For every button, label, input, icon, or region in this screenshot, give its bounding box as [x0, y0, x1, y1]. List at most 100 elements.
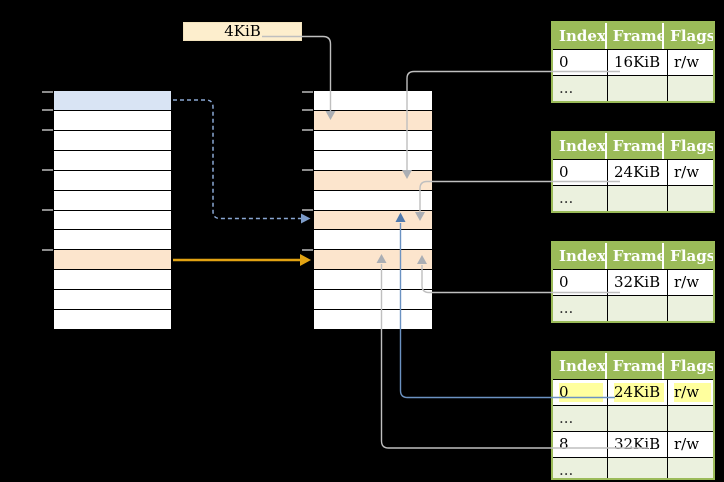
cell-flags	[667, 405, 713, 431]
cell-flags: r/w	[667, 379, 713, 405]
physical-frame-row-5	[314, 190, 432, 211]
virtual-page-row-10	[54, 290, 171, 311]
left-column-tick	[42, 109, 53, 111]
cell-index: 8	[553, 431, 607, 457]
table-row: 0 16KiB r/w	[553, 49, 713, 75]
left-column-tick	[42, 209, 53, 211]
table-row-ellipsis: ...	[553, 75, 713, 101]
physical-frame-row-8	[314, 250, 432, 271]
header-flags: Flags	[662, 133, 713, 159]
cell-index: ...	[553, 75, 607, 101]
cell-flags: r/w	[667, 159, 713, 185]
virtual-page-row-7	[54, 230, 171, 251]
middle-column-tick	[302, 249, 313, 251]
cell-index: 0	[553, 159, 607, 185]
virtual-page-row-8	[54, 250, 171, 271]
header-index: Index	[559, 27, 605, 45]
highlight: 24KiB	[614, 383, 665, 402]
left-column-tick	[42, 91, 53, 93]
arrow-virtual8-to-frame8	[173, 254, 311, 266]
physical-frame-row-7	[314, 230, 432, 251]
highlight: r/w	[674, 383, 711, 402]
physical-frame-row-1	[314, 110, 432, 131]
cell-frame	[607, 75, 667, 101]
header-index: Index	[559, 247, 605, 265]
header-frame: Frame	[604, 353, 662, 379]
cell-frame: 32KiB	[607, 431, 667, 457]
cell-flags	[667, 185, 713, 211]
table-row-ellipsis: ...	[553, 295, 713, 321]
table-row-ellipsis: ...	[553, 457, 713, 478]
highlight: 0	[559, 383, 603, 402]
table-header-row: Index Frame Flags	[553, 243, 713, 269]
header-frame: Frame	[604, 23, 662, 49]
table-row: 0 32KiB r/w	[553, 269, 713, 295]
physical-frame-row-11	[314, 310, 432, 330]
cell-frame	[607, 295, 667, 321]
page-table-16kib: Index Frame Flags 0 16KiB r/w ...	[551, 21, 715, 103]
cell-frame: 24KiB	[607, 159, 667, 185]
table-header-row: Index Frame Flags	[553, 353, 713, 379]
arrow-virtual0-to-frame6	[173, 99, 311, 224]
virtual-page-row-4	[54, 170, 171, 191]
physical-memory-column	[313, 90, 433, 330]
physical-frame-row-6	[314, 210, 432, 231]
page-table-24kib: Index Frame Flags 0 24KiB r/w ...	[551, 131, 715, 213]
cell-frame: 16KiB	[607, 49, 667, 75]
cell-flags: r/w	[667, 431, 713, 457]
page-table-32kib: Index Frame Flags 0 32KiB r/w ...	[551, 241, 715, 323]
virtual-page-row-9	[54, 270, 171, 291]
cell-index: ...	[553, 457, 607, 478]
cell-frame	[607, 185, 667, 211]
virtual-page-row-1	[54, 110, 171, 131]
cell-flags: r/w	[667, 49, 713, 75]
header-flags: Flags	[662, 243, 713, 269]
table-row-highlighted: 0 24KiB r/w	[553, 379, 713, 405]
cell-frame: 24KiB	[607, 379, 667, 405]
physical-frame-row-2	[314, 130, 432, 151]
virtual-page-row-0	[54, 91, 171, 111]
physical-frame-row-4	[314, 170, 432, 191]
header-flags: Flags	[662, 353, 713, 379]
cell-flags: r/w	[667, 269, 713, 295]
cell-flags	[667, 457, 713, 478]
cell-index: 0	[553, 379, 607, 405]
physical-frame-row-9	[314, 270, 432, 291]
header-frame: Frame	[604, 133, 662, 159]
cell-index: 0	[553, 269, 607, 295]
cell-index: 0	[553, 49, 607, 75]
header-flags: Flags	[662, 23, 713, 49]
physical-frame-row-3	[314, 150, 432, 171]
header-index: Index	[559, 357, 605, 375]
cell-frame	[607, 457, 667, 478]
middle-column-tick	[302, 91, 313, 93]
left-column-tick	[42, 249, 53, 251]
middle-column-tick	[302, 209, 313, 211]
left-column-tick	[42, 129, 53, 131]
table-row: 0 24KiB r/w	[553, 159, 713, 185]
middle-column-tick	[302, 129, 313, 131]
table-header-row: Index Frame Flags	[553, 133, 713, 159]
virtual-page-row-2	[54, 130, 171, 151]
cell-frame: 32KiB	[607, 269, 667, 295]
table-header-row: Index Frame Flags	[553, 23, 713, 49]
middle-column-tick	[302, 109, 313, 111]
active-page-table: Index Frame Flags 0 24KiB r/w ... 8 32Ki…	[551, 351, 715, 480]
table-row: 8 32KiB r/w	[553, 431, 713, 457]
table-row-ellipsis: ...	[553, 185, 713, 211]
virtual-memory-column	[53, 90, 172, 330]
cell-index: ...	[553, 185, 607, 211]
table-row-ellipsis: ...	[553, 405, 713, 431]
virtual-page-row-6	[54, 210, 171, 231]
physical-frame-row-10	[314, 290, 432, 311]
cell-index: ...	[553, 295, 607, 321]
size-label-4kib: 4KiB	[183, 22, 302, 41]
cell-flags	[667, 295, 713, 321]
physical-frame-row-0	[314, 91, 432, 111]
cell-flags	[667, 75, 713, 101]
header-index: Index	[559, 137, 605, 155]
cell-frame	[607, 405, 667, 431]
virtual-page-row-3	[54, 150, 171, 171]
virtual-page-row-5	[54, 190, 171, 211]
